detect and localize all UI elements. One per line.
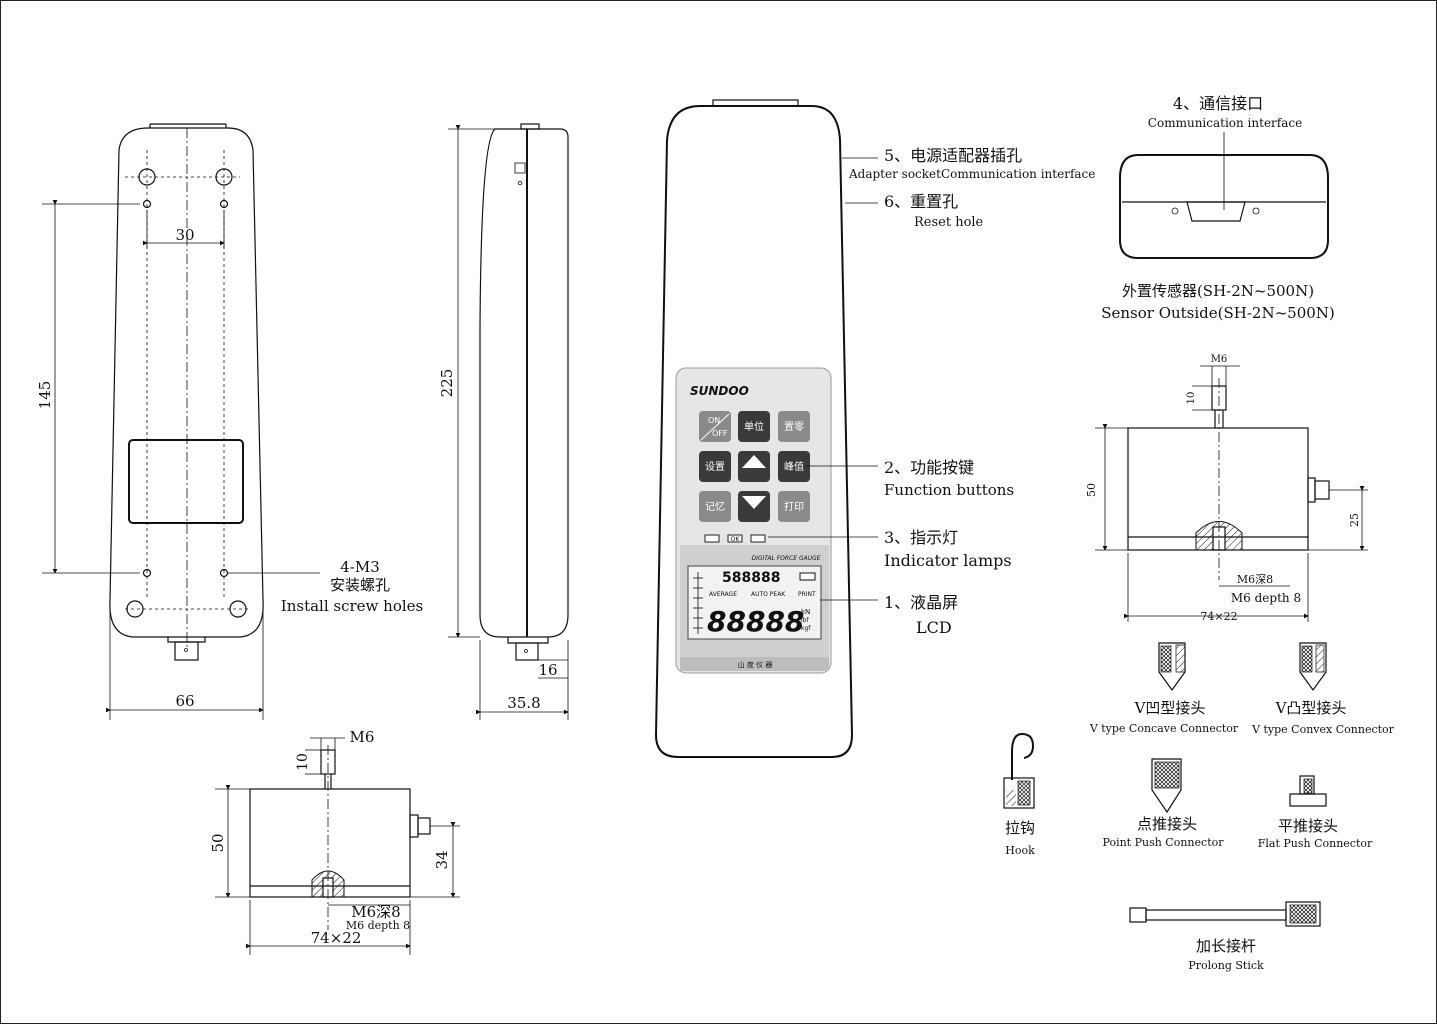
lcd-unit-kn: kN — [801, 608, 810, 616]
function-callout-en: Function buttons — [884, 481, 1014, 499]
flat-push-label-en: Flat Push Connector — [1258, 837, 1373, 850]
concave-label-en: V type Concave Connector — [1089, 722, 1239, 735]
peak-button[interactable] — [778, 451, 810, 482]
lamp-callout-cn: 3、指示灯 — [884, 528, 958, 547]
memory-label: 记忆 — [705, 500, 725, 513]
sensor-outside-cn: 外置传感器(SH-2N~500N) — [1122, 282, 1314, 300]
comm-callout-cn: 4、通信接口 — [1173, 94, 1263, 113]
sensor-outside-en: Sensor Outside(SH-2N~500N) — [1101, 304, 1335, 322]
peak-label: 峰值 — [784, 460, 804, 473]
point-push-connector-drawing — [1151, 758, 1182, 814]
concave-label-cn: V凹型接头 — [1134, 699, 1206, 717]
function-callout-cn: 2、功能按键 — [884, 458, 974, 477]
lcd-unit-lbf: lbf — [801, 617, 809, 624]
setup-label: 设置 — [705, 461, 725, 473]
unit-button[interactable] — [738, 411, 770, 442]
dim-35-8: 35.8 — [507, 694, 540, 712]
on-off-label-bottom: OFF — [712, 429, 728, 438]
sensor-thread-cn: M6深8 — [351, 903, 400, 921]
convex-label-en: V type Convex Connector — [1251, 723, 1395, 736]
setup-button[interactable] — [699, 451, 731, 482]
convex-label-cn: V凸型接头 — [1275, 699, 1347, 717]
adapter-callout-en: Adapter socketCommunication interface — [848, 167, 1095, 181]
indicator-lamp-low — [704, 534, 720, 543]
hook-drawing — [1003, 732, 1035, 809]
ext-dim-50: 50 — [1085, 483, 1098, 497]
lcd-callout-cn: 1、液晶屏 — [884, 593, 958, 612]
zero-label: 置零 — [784, 421, 804, 433]
sensor-m6: M6 — [350, 728, 375, 746]
flat-push-label-cn: 平推接头 — [1278, 817, 1338, 835]
screw-callout-en: Install screw holes — [281, 597, 423, 615]
sensor-dim-50: 50 — [209, 833, 227, 852]
lcd-average: AVERAGE — [709, 591, 737, 598]
lcd-unit-kgf: kgf — [801, 625, 811, 632]
on-off-label-top: ON — [708, 416, 720, 425]
hook-label-cn: 拉钩 — [1005, 819, 1035, 837]
dim-145: 145 — [36, 381, 54, 410]
lcd-title: DIGITAL FORCE GAUGE — [751, 555, 820, 562]
dim-16: 16 — [538, 661, 557, 679]
communication-interface-view — [1119, 132, 1329, 259]
front-view — [42, 123, 320, 720]
up-arrow-icon — [742, 455, 766, 468]
memory-button[interactable] — [699, 491, 731, 522]
lcd-callout-en: LCD — [916, 618, 952, 637]
dim-225: 225 — [438, 369, 456, 398]
print-button[interactable] — [778, 491, 810, 522]
prolong-stick-label-en: Prolong Stick — [1188, 959, 1264, 972]
flat-push-connector-drawing — [1289, 775, 1327, 807]
lamp-callout-en: Indicator lamps — [884, 551, 1012, 570]
ext-thread-cn: M6深8 — [1237, 573, 1273, 586]
comm-callout-en: Communication interface — [1148, 116, 1302, 130]
reset-callout-cn: 6、重置孔 — [884, 192, 958, 211]
ext-dim-10: 10 — [1186, 392, 1197, 405]
ext-thread-en: M6 depth 8 — [1231, 591, 1301, 605]
ext-m6: M6 — [1211, 354, 1228, 365]
sensor-thread-en: M6 depth 8 — [346, 919, 410, 932]
screw-callout-cn: 安装螺孔 — [330, 576, 390, 594]
lamp-ok-label: OK — [731, 536, 741, 543]
zero-button[interactable] — [778, 411, 810, 442]
device-footer: 山 度 仪 器 — [738, 660, 773, 669]
indicator-lamp-ok — [727, 534, 743, 543]
reset-callout-en: Reset hole — [914, 215, 984, 230]
sensor-dim-34: 34 — [433, 850, 451, 869]
adapter-callout-cn: 5、电源适配器插孔 — [884, 146, 1022, 165]
side-view — [448, 123, 569, 720]
lcd-main-digits: 88888 — [707, 605, 804, 638]
lcd-auto-peak: AUTO PEAK — [751, 591, 786, 598]
down-arrow-icon — [742, 496, 766, 509]
v-concave-connector-drawing — [1158, 642, 1186, 692]
screw-callout-title: 4-M3 — [340, 558, 380, 576]
print-label: 打印 — [784, 500, 804, 513]
dim-30: 30 — [175, 226, 194, 244]
sensor-bottom-view — [215, 737, 460, 955]
gauge-front — [654, 99, 854, 758]
hook-label-en: Hook — [1005, 844, 1035, 857]
ext-dim-base: 74×22 — [1200, 610, 1237, 623]
lcd-top-digits: 588888 — [722, 570, 780, 586]
prolong-stick-label-cn: 加长接杆 — [1196, 937, 1256, 955]
point-push-label-en: Point Push Connector — [1103, 836, 1225, 849]
sensor-dim-10: 10 — [295, 753, 311, 771]
prolong-stick-drawing — [1129, 901, 1321, 927]
sensor-dim-base: 74×22 — [311, 929, 362, 947]
indicator-lamp-high — [750, 534, 766, 543]
external-sensor-view — [1095, 365, 1368, 622]
ext-dim-25: 25 — [1348, 513, 1361, 527]
dim-66: 66 — [175, 692, 194, 710]
brand-logo: SUNDOO — [690, 384, 749, 398]
device-leaders — [768, 157, 878, 601]
point-push-label-cn: 点推接头 — [1137, 815, 1197, 833]
lcd-print: PRINT — [798, 591, 816, 598]
unit-label: 单位 — [744, 420, 764, 433]
v-convex-connector-drawing — [1299, 642, 1327, 692]
